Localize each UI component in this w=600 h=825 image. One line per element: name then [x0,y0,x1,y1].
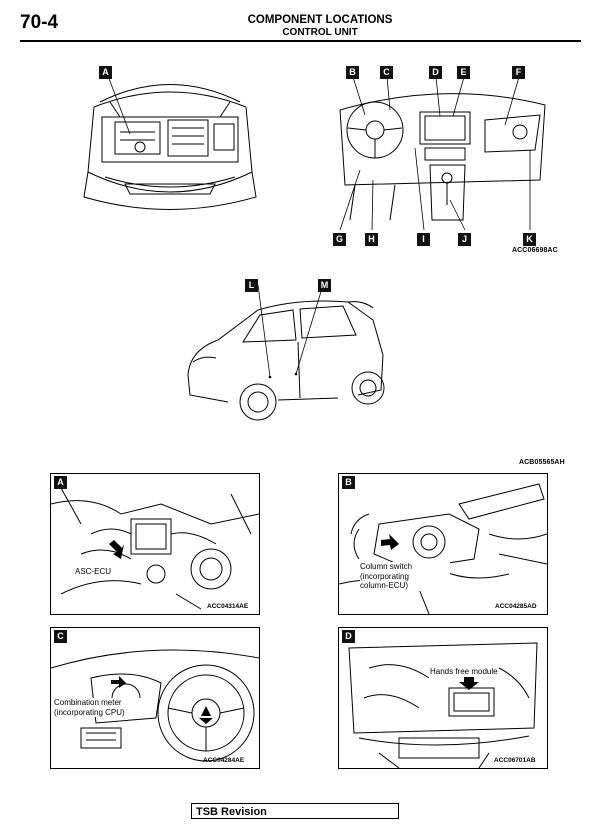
callout-b: B [346,66,359,79]
asc-ecu-photo [51,478,259,610]
column-switch-photo [339,483,547,614]
callout-m: M [318,279,331,292]
combination-meter-label-line-2: (incorporating CPU) [54,707,125,717]
callout-h: H [365,233,378,246]
hands-free-module-label: Hands free module [430,667,498,677]
page-title: COMPONENT LOCATIONS [247,14,393,26]
header-rule [20,40,581,42]
callout-k: K [523,233,536,246]
panel-d-letter: D [342,630,355,643]
column-switch-label-line-2: (incorporating [360,571,409,581]
callout-f: F [512,66,525,79]
callout-g: G [333,233,346,246]
callout-d: D [429,66,442,79]
callout-l: L [245,279,258,292]
combination-meter-label-line-1: Combination meter [54,698,122,707]
callout-j: J [458,233,471,246]
callout-c: C [380,66,393,79]
panel-b-letter: B [342,476,355,489]
tsb-revision-box: TSB Revision [191,803,399,819]
column-switch-label: Column switch (incorporating column-ECU) [360,562,450,591]
asc-ecu-label: ASC-ECU [75,567,112,577]
panel-a-code: ACC04314AE [207,603,249,610]
panel-b-code: ACC04285AD [495,603,537,610]
panel-d-code: ACC06701AB [494,757,536,764]
panel-c-code: ACC04284AE [203,757,245,764]
panel-b-column-switch: B Column switch (incorporating column-EC… [338,473,548,615]
panel-d-hands-free-module: D Hands free module ACC06701AB [338,627,548,769]
page-number: 70-4 [20,12,59,33]
dashboard-illustration [339,76,546,231]
callout-a: A [99,66,112,79]
page-subtitle: CONTROL UNIT [282,27,358,38]
vehicle-figure-code: ACB05565AH [519,459,565,466]
hands-free-module-photo [348,642,538,768]
panel-a-asc-ecu: A ASC-ECU ACC04314AE [50,473,260,615]
column-switch-label-line-1: Column switch [360,562,413,571]
panel-c-letter: C [54,630,67,643]
callout-e: E [457,66,470,79]
engine-bay-illustration [83,75,257,210]
panel-a-letter: A [54,476,67,489]
dashboard-figure-code: ACC06698AC [512,247,558,254]
callout-i: I [417,233,430,246]
combination-meter-label: Combination meter (incorporating CPU) [54,698,149,717]
column-switch-label-line-3: column-ECU) [360,581,409,590]
vehicle-illustration [187,284,385,421]
panel-c-combination-meter: C Combination meter (incorporating CPU) … [50,627,260,769]
